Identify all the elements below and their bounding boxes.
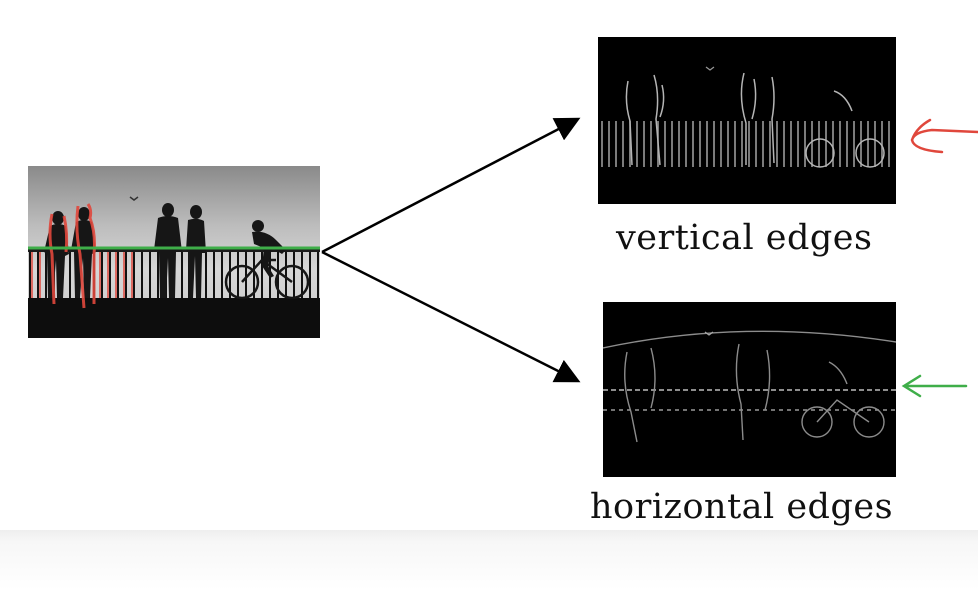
arrow-to-vertical — [321, 117, 581, 254]
vertical-edges-image — [598, 37, 896, 204]
arrows-layer — [321, 117, 978, 398]
horizontal-edges-caption: horizontal edges — [590, 487, 894, 527]
red-pointer-arrow — [910, 118, 978, 154]
slide: vertical edges horizontal edges — [28, 37, 978, 527]
bottom-strip — [0, 530, 978, 590]
source-photo — [28, 166, 320, 338]
green-pointer-arrow — [901, 374, 968, 398]
vertical-edges-caption: vertical edges — [616, 218, 873, 258]
horizontal-edges-image — [603, 302, 896, 477]
arrow-to-horizontal — [321, 250, 581, 383]
